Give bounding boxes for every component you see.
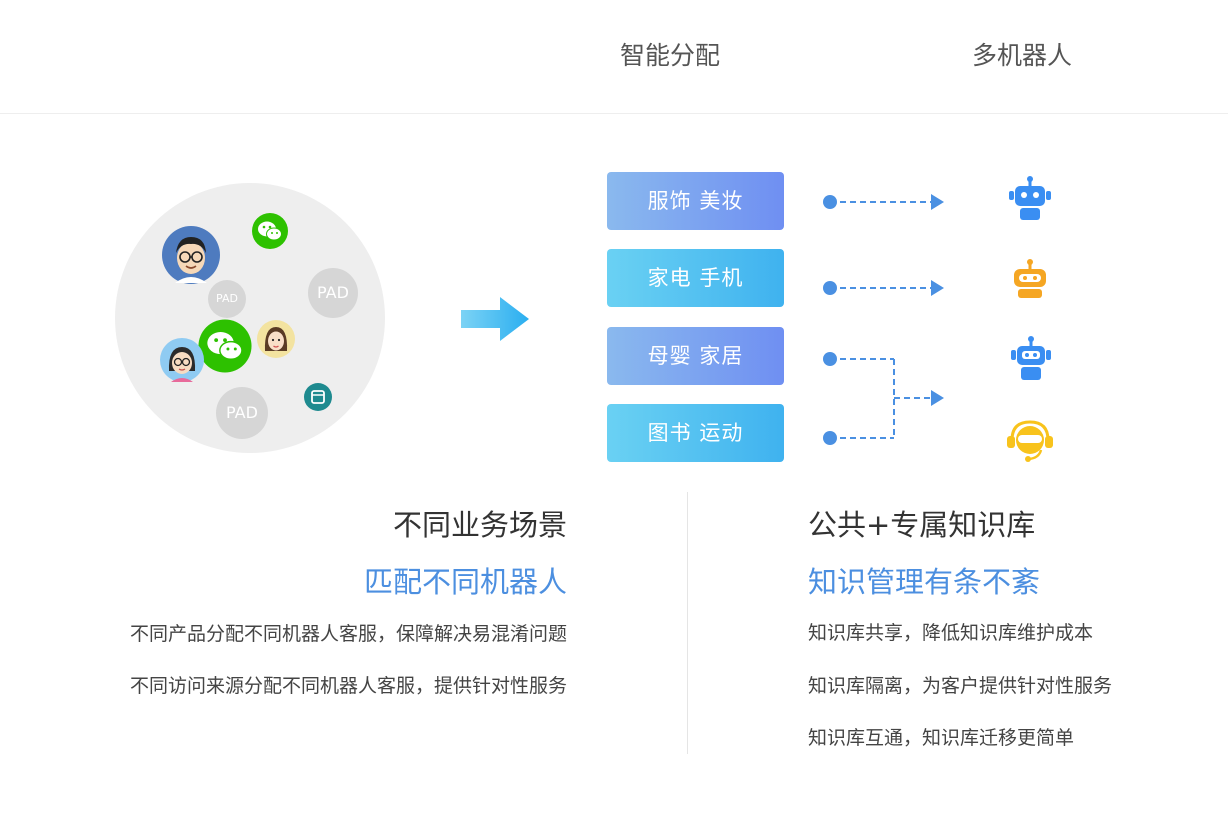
section-divider [687, 492, 688, 754]
top-tab-bar [0, 0, 1228, 114]
app-channel-icon [303, 382, 333, 416]
category-box-baby-home[interactable]: 母婴 家居 [607, 327, 784, 385]
category-box-apparel-beauty[interactable]: 服饰 美妆 [607, 172, 784, 230]
robot-blue-icon [1009, 335, 1053, 385]
wechat-icon [251, 212, 289, 254]
tab-smart-assign[interactable]: 智能分配 [620, 41, 721, 70]
category-box-books-sports[interactable]: 图书 运动 [607, 404, 784, 462]
user-avatar-icon [159, 337, 205, 387]
tab-multi-robot[interactable]: 多机器人 [972, 41, 1073, 70]
right-section-item: 知识库互通，知识库迁移更简单 [808, 727, 1075, 749]
right-section-subheading: 知识管理有条不紊 [808, 565, 1041, 599]
routing-connectors [815, 165, 955, 459]
category-box-appliance-phone[interactable]: 家电 手机 [607, 249, 784, 307]
wechat-icon [197, 318, 253, 378]
left-section-item: 不同访问来源分配不同机器人客服，提供针对性服务 [129, 675, 567, 697]
robot-blue-icon [1007, 175, 1053, 225]
user-avatar-icon [161, 225, 221, 289]
robot-orange-icon [1009, 258, 1051, 304]
left-section-heading: 不同业务场景 [392, 508, 567, 542]
pad-device-icon: PAD [208, 280, 246, 318]
right-section-item: 知识库隔离，为客户提供针对性服务 [808, 675, 1113, 697]
flow-arrow-icon [460, 296, 530, 346]
right-section-heading: 公共+专属知识库 [808, 508, 1036, 542]
pad-device-icon: PAD [216, 387, 268, 439]
pad-device-icon: PAD [308, 268, 358, 318]
user-avatar-icon [256, 319, 296, 363]
left-section-item: 不同产品分配不同机器人客服，保障解决易混淆问题 [129, 623, 567, 645]
channel-cluster-illustration: PAD PAD [115, 183, 385, 453]
right-section-item: 知识库共享，降低知识库维护成本 [808, 622, 1094, 644]
robot-yellow-headset-icon [1005, 418, 1055, 468]
left-section-subheading: 匹配不同机器人 [363, 565, 567, 599]
